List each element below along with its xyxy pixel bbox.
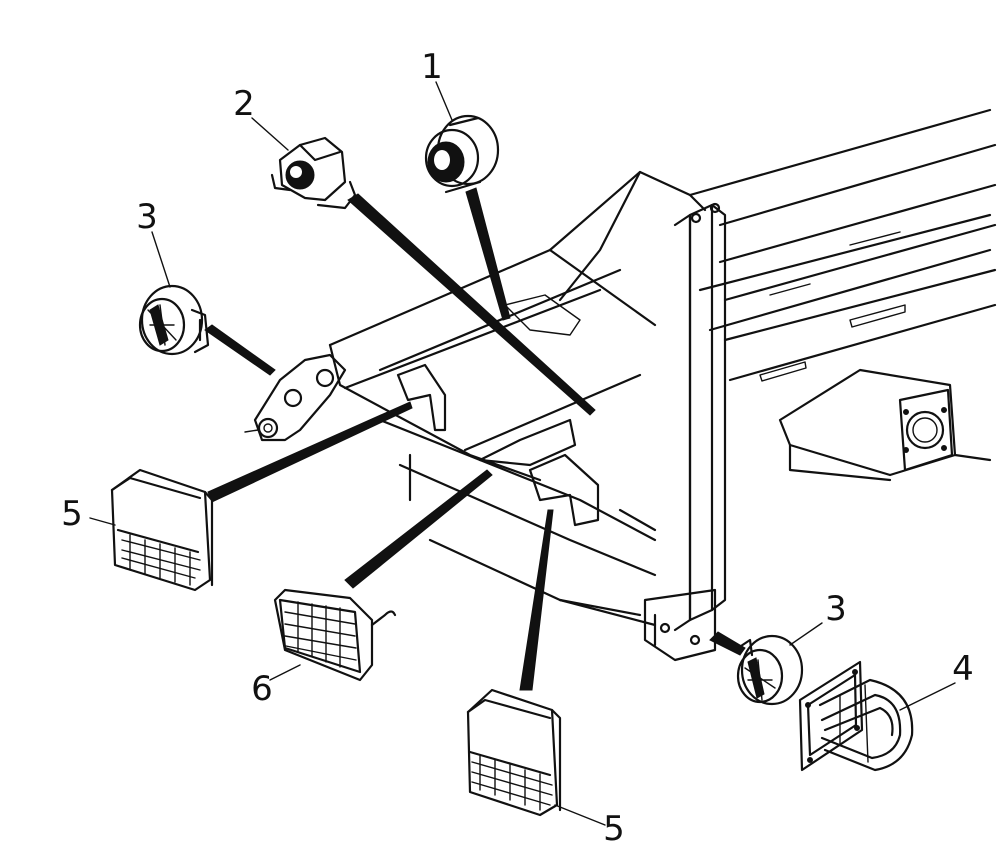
callout-leaders	[89, 81, 956, 826]
plate-lamp-bracket-icon	[798, 660, 914, 772]
callout-1: 1	[421, 47, 443, 87]
callout-3-left: 3	[136, 197, 158, 237]
trailer-chassis-frame	[244, 108, 997, 662]
rear-combination-lamp-icon	[110, 468, 214, 592]
reflector-lamp-icon	[273, 588, 397, 682]
callout-6: 6	[251, 669, 273, 709]
callout-3-right: 3	[825, 589, 847, 629]
rear-combination-lamp-icon	[466, 688, 562, 817]
side-marker-lamp-icon	[138, 284, 210, 356]
leader-arrows	[204, 187, 746, 691]
callout-2: 2	[233, 84, 255, 124]
round-lamp-icon	[424, 114, 500, 194]
clearance-lamp-icon	[270, 136, 357, 210]
side-marker-lamp-icon	[736, 634, 804, 706]
callout-4: 4	[952, 649, 974, 689]
callout-5-right: 5	[603, 809, 625, 849]
callout-5-left: 5	[61, 494, 83, 534]
